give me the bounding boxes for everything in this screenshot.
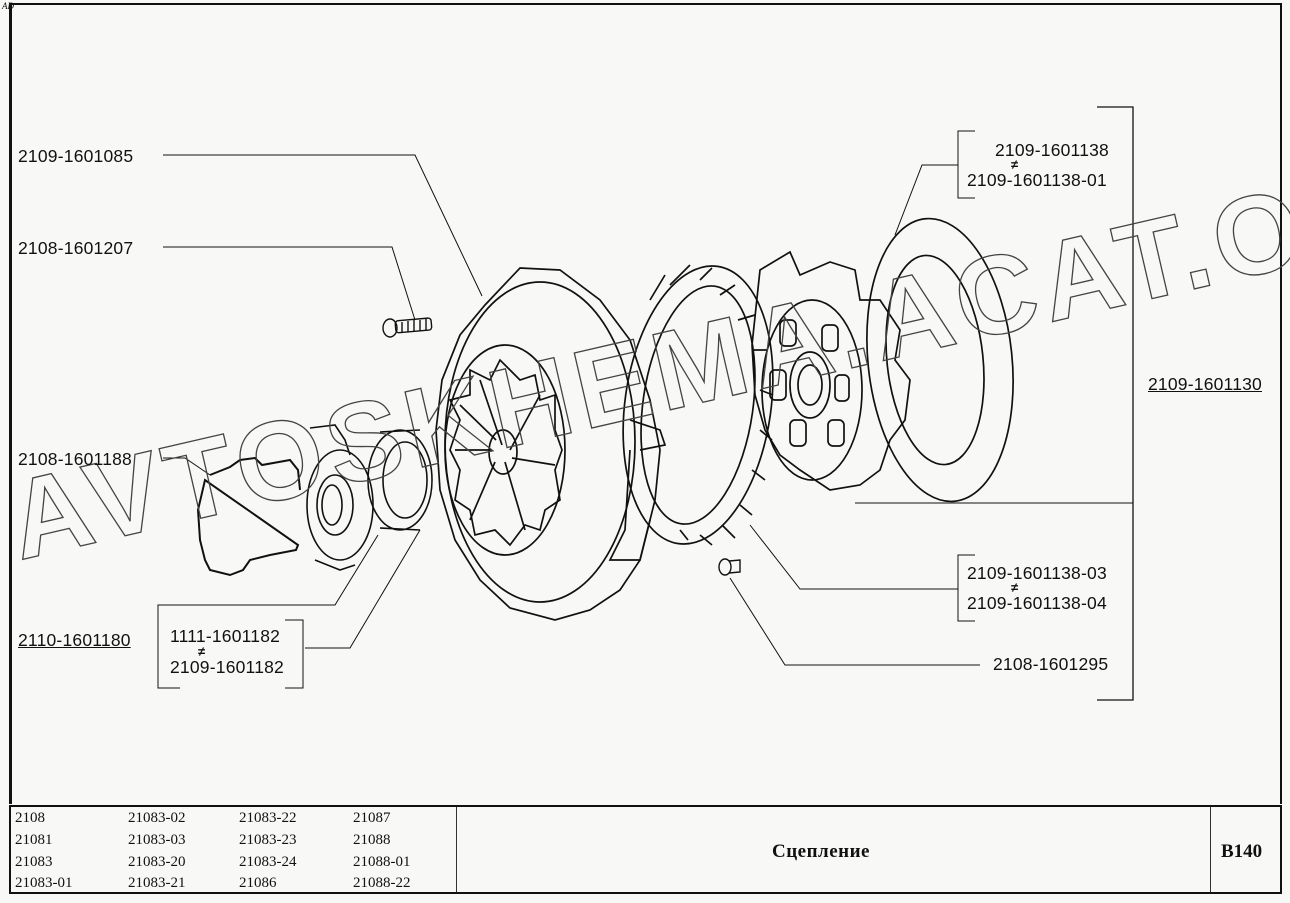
label-disc-lining-alt-2: 2109-1601138-01 bbox=[967, 170, 1107, 190]
title-cell: Сцепление bbox=[456, 807, 1210, 892]
leader-lining-03 bbox=[749, 524, 958, 590]
model-item: 2108 bbox=[15, 810, 45, 826]
model-item: 21088-01 bbox=[353, 854, 411, 870]
interchange-icon: ≠ bbox=[1011, 157, 1019, 172]
label-lining-alt-3: 2109-1601138-03 bbox=[967, 563, 1107, 583]
pressure-plate-part bbox=[435, 267, 667, 621]
label-release-bearing-assembly: 2110-1601180 bbox=[18, 630, 131, 650]
model-item: 21083-20 bbox=[128, 854, 186, 870]
label-disc-lining-alt-1: 2109-1601138 bbox=[995, 140, 1109, 160]
label-rivet: 2108-1601295 bbox=[993, 654, 1109, 674]
model-item: 21083-23 bbox=[239, 832, 297, 848]
label-bearing-alt-2: 2109-1601182 bbox=[170, 657, 284, 677]
model-item: 21088-22 bbox=[353, 875, 411, 891]
code-cell: B140 bbox=[1210, 807, 1281, 892]
bolt-part bbox=[382, 317, 433, 338]
model-item: 21083-21 bbox=[128, 875, 186, 891]
leader-bearing-box bbox=[305, 529, 421, 649]
model-item: 21087 bbox=[353, 810, 391, 826]
rivet-part bbox=[718, 558, 741, 576]
model-item: 21083-01 bbox=[15, 875, 73, 891]
model-item: 21088 bbox=[353, 832, 391, 848]
diagram-code: B140 bbox=[1221, 841, 1263, 862]
model-item: 21083-24 bbox=[239, 854, 297, 870]
corner-mark: AD bbox=[2, 1, 14, 11]
label-release-spring: 2108-1601188 bbox=[18, 449, 132, 469]
interchange-icon: ≠ bbox=[198, 644, 206, 659]
leader-release-bearing bbox=[158, 534, 379, 606]
model-item: 21083-02 bbox=[128, 810, 186, 826]
label-lining-alt-4: 2109-1601138-04 bbox=[967, 593, 1107, 613]
assembly-bracket bbox=[1097, 106, 1134, 701]
title-block: 2108 21081 21083 21083-01 21083-02 21083… bbox=[9, 805, 1282, 894]
leader-lines bbox=[157, 106, 1134, 701]
model-item: 21086 bbox=[239, 875, 277, 891]
leader-pressure-plate bbox=[163, 154, 483, 297]
label-bearing-alt-1: 1111-1601182 bbox=[170, 626, 281, 646]
release-spring-part bbox=[196, 456, 301, 577]
leader-rivet bbox=[729, 577, 980, 666]
model-item: 21083-22 bbox=[239, 810, 297, 826]
leader-disc-lining bbox=[894, 164, 958, 236]
model-item: 21083-03 bbox=[128, 832, 186, 848]
model-item: 21083 bbox=[15, 854, 53, 870]
diagram-title: Сцепление bbox=[772, 841, 870, 862]
friction-lining-part bbox=[622, 264, 774, 546]
interchange-icon: ≠ bbox=[1011, 580, 1019, 595]
label-bolt: 2108-1601207 bbox=[18, 238, 134, 258]
release-bearing-part bbox=[306, 424, 433, 571]
exploded-parts-diagram: AVTOSKHEMA.ACAT.ONLINE bbox=[0, 80, 1290, 701]
model-list: 2108 21081 21083 21083-01 21083-02 21083… bbox=[11, 807, 457, 892]
leader-release-spring bbox=[163, 457, 211, 476]
label-pressure-plate: 2109-1601085 bbox=[18, 146, 134, 166]
outer-lining-disc-part bbox=[866, 217, 1014, 503]
label-disc-assembly: 2109-1601130 bbox=[1148, 374, 1262, 394]
drawing-frame bbox=[9, 3, 1282, 804]
model-item: 21081 bbox=[15, 832, 53, 848]
driven-disc-part bbox=[751, 250, 911, 491]
leader-bolt bbox=[163, 246, 416, 321]
